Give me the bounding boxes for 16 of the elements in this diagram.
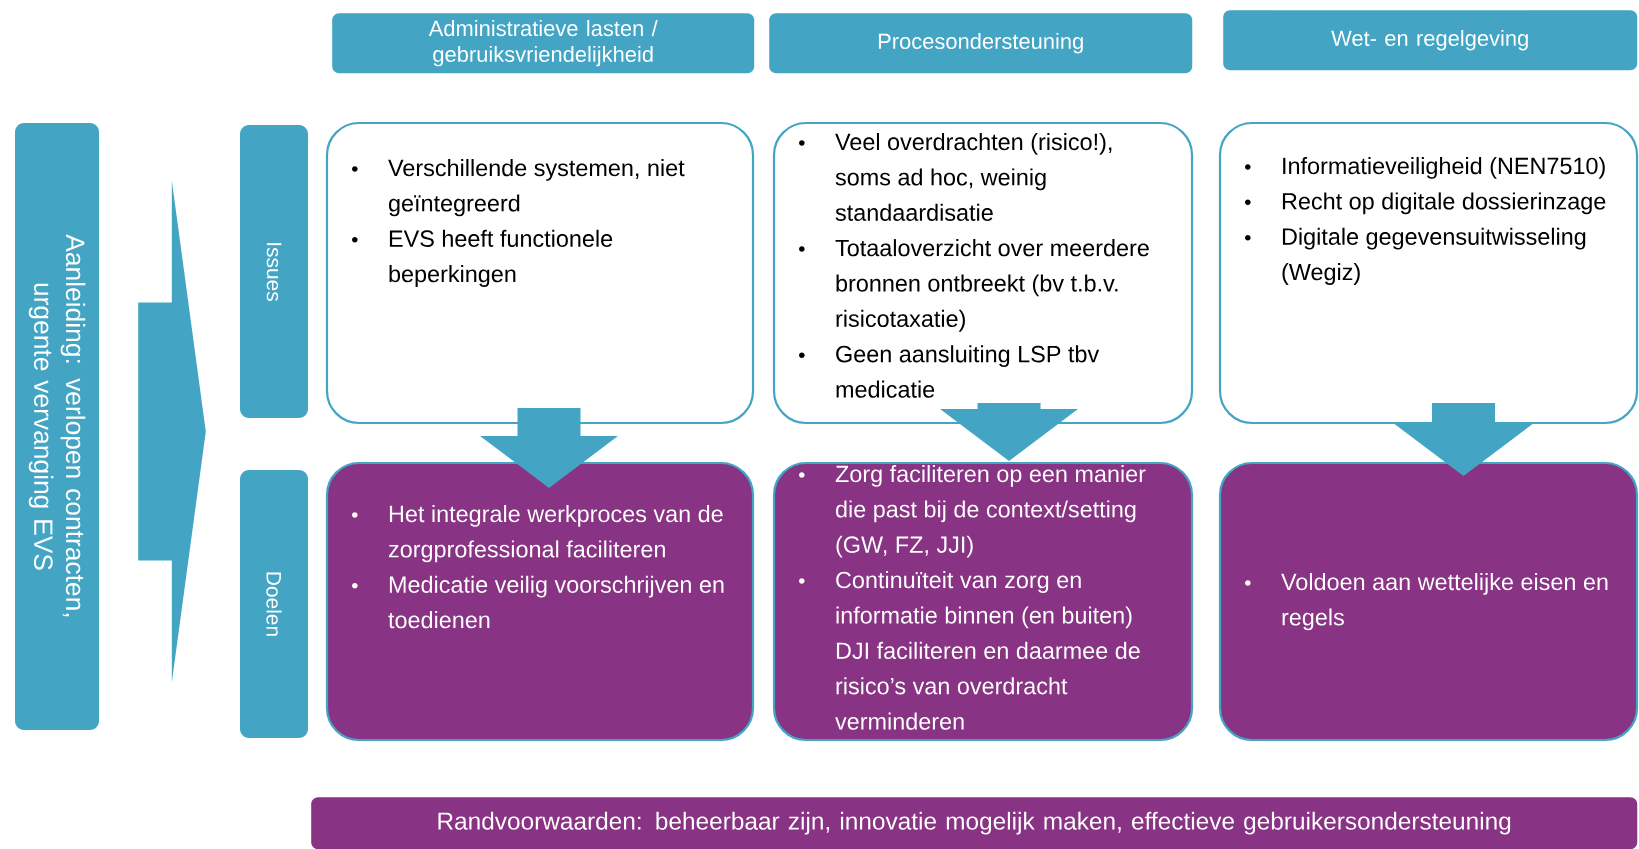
row-label-box: Doelen bbox=[240, 470, 308, 738]
block-arrow bbox=[480, 408, 618, 488]
header-box: Wet- en regelgeving bbox=[1223, 10, 1638, 71]
header-box: Procesondersteuning bbox=[769, 13, 1193, 74]
issue-box: Informatieveiligheid (NEN7510) Recht op digitale dossierinzage Digitale gegevensuitwisseling (Wegiz) bbox=[1218, 121, 1639, 425]
block-arrow bbox=[1394, 403, 1533, 476]
issue-box: Verschillende systemen, niet geïntegreerd EVS heeft functionele beperkingen bbox=[325, 121, 755, 425]
side-label-box: Aanleiding: verlopen contracten, urgente vervanging EVS bbox=[15, 123, 99, 730]
issue-box: Veel overdrachten (risico!), soms ad hoc, weinig standaardisatie Totaaloverzicht over meerdere bronnen ontbreekt (bv t.b.v. risicotaxatie) Geen aansluiting LSP tbv medicatie bbox=[772, 121, 1194, 425]
header-box: Administratieve lasten / gebruiksvriendelijkheid bbox=[332, 13, 755, 74]
footer-bar: Randvoorwaarden: beheerbaar zijn, innovatie mogelijk maken, effectieve gebruikersondersteuning bbox=[311, 797, 1638, 849]
goal-box: Zorg faciliteren op een manier die past bij de context/setting (GW, FZ, JJI) Continuïteit van zorg en informatie binnen (en buiten) DJI faciliteren en daarmee de risico’s van overdracht verminderen bbox=[772, 461, 1194, 742]
goal-box: Voldoen aan wettelijke eisen en regels bbox=[1218, 461, 1639, 742]
block-arrow bbox=[940, 403, 1078, 461]
row-label-box: Issues bbox=[240, 125, 308, 418]
goal-box: Het integrale werkproces van de zorgprofessional faciliteren Medicatie veilig voorschrijven en toedienen bbox=[325, 461, 755, 742]
